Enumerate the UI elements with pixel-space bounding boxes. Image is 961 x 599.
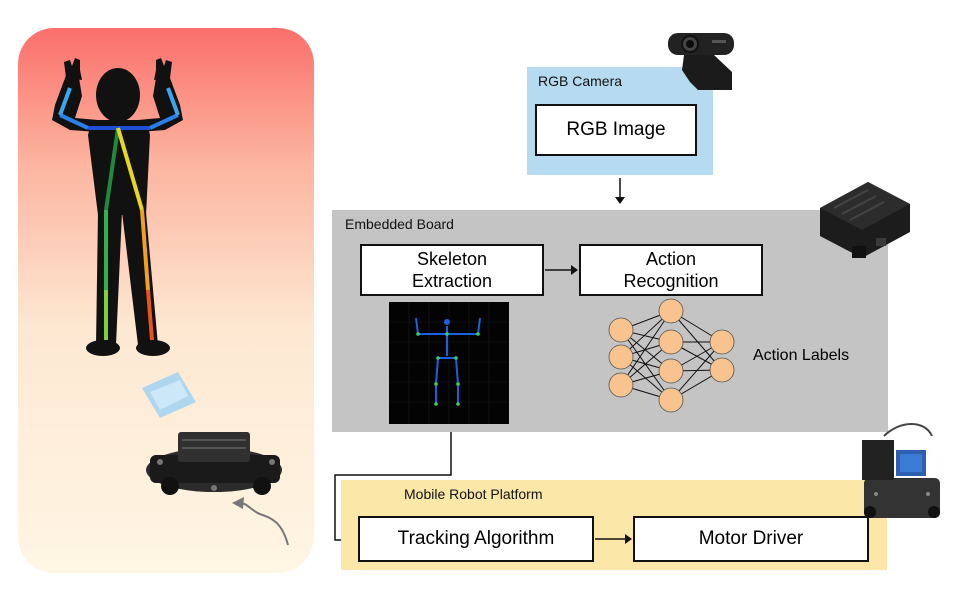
skeleton-extraction-line1: Skeleton: [416, 249, 488, 269]
action-recognition-box: Action Recognition: [579, 244, 763, 296]
motor-driver-box: Motor Driver: [633, 516, 869, 562]
skeleton-extraction-line2: Extraction: [411, 271, 493, 291]
action-recognition-line2: Recognition: [623, 271, 719, 291]
action-labels-text: Action Labels: [753, 347, 850, 364]
action-recognition-line1: Action: [645, 249, 697, 269]
tracking-algorithm-box: Tracking Algorithm: [358, 516, 594, 562]
embedded-board-label: Embedded Board: [345, 216, 454, 232]
skeleton-extraction-box: Skeleton Extraction: [360, 244, 544, 296]
rgb-camera-label: RGB Camera: [538, 73, 623, 89]
mobile-robot-platform-label: Mobile Robot Platform: [404, 486, 543, 502]
rgb-image-box: RGB Image: [535, 104, 697, 156]
